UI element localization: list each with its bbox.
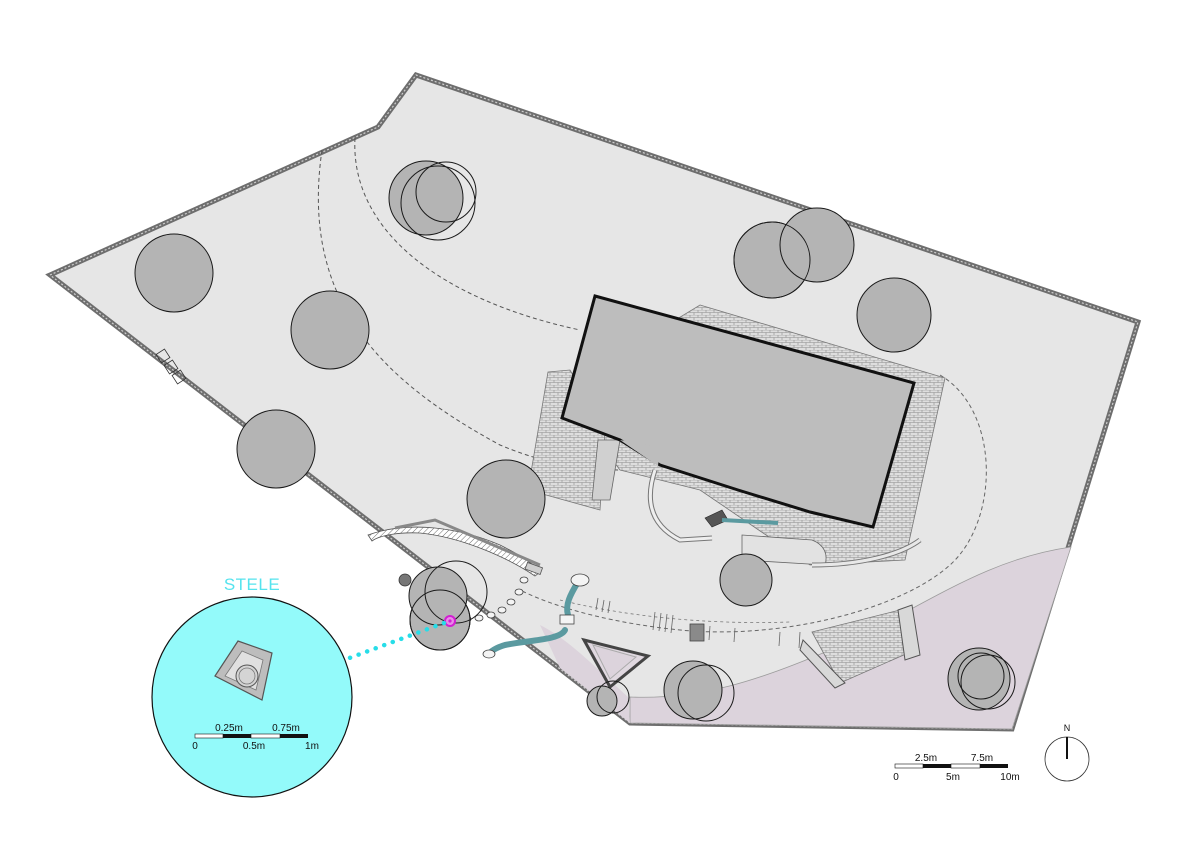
tree xyxy=(596,680,630,714)
site-scale-label-bottom: 10m xyxy=(1000,772,1019,783)
spring-stone xyxy=(570,573,590,587)
tree xyxy=(663,660,723,720)
tree xyxy=(415,161,477,223)
stepping-stone xyxy=(519,576,529,584)
detail-scale-label-top: 0.75m xyxy=(272,723,300,734)
tree xyxy=(388,160,464,236)
dashed-path-outer xyxy=(317,149,631,471)
south-curved-wall-inner xyxy=(811,538,921,567)
tree xyxy=(586,685,618,717)
tree xyxy=(960,654,1016,710)
tree xyxy=(236,409,316,489)
stepping-stone xyxy=(486,611,496,619)
small-shrub xyxy=(398,573,412,587)
tree xyxy=(856,277,932,353)
detail-scale-label-bottom: 1m xyxy=(305,741,319,752)
trees xyxy=(134,160,1016,722)
stele-object xyxy=(214,640,273,701)
stepping-stone xyxy=(514,588,524,596)
north-label: N xyxy=(1064,723,1071,733)
paving-strips xyxy=(595,597,801,649)
tree xyxy=(424,560,488,624)
site-scale-label-bottom: 5m xyxy=(946,772,960,783)
se-deck-east xyxy=(897,604,921,661)
site-scale-label-top: 7.5m xyxy=(971,753,993,764)
channel-plate xyxy=(559,614,575,625)
stele-detail-circle xyxy=(151,596,353,798)
se-deck xyxy=(799,639,846,689)
planter-boxes xyxy=(155,348,187,385)
channel-end-stone xyxy=(482,649,496,659)
tree xyxy=(290,290,370,370)
tree xyxy=(719,553,773,607)
drive-inner-edge xyxy=(559,599,791,623)
entry-arc-inner xyxy=(648,469,713,542)
drive-loop xyxy=(519,374,987,633)
tree xyxy=(466,459,546,539)
tree xyxy=(947,647,1011,711)
detail-scale-label-bottom: 0.5m xyxy=(243,741,265,752)
callout-line xyxy=(341,620,447,663)
teal-entry-path xyxy=(721,518,779,525)
stepping-stone xyxy=(497,606,507,614)
detail-scale-label-top: 0.25m xyxy=(215,723,243,734)
site-scale-label-top: 2.5m xyxy=(915,753,937,764)
site-scale-label-bottom: 0 xyxy=(893,772,899,783)
tree xyxy=(400,165,476,241)
building xyxy=(560,294,916,529)
stele-marker-core xyxy=(448,619,452,623)
wall-edge xyxy=(394,518,541,567)
stepping-stones xyxy=(462,576,529,623)
path-plate xyxy=(524,561,544,576)
drain-grate xyxy=(689,623,705,642)
stepping-stone xyxy=(506,598,516,606)
tree xyxy=(134,233,214,313)
tree xyxy=(409,589,471,651)
tree xyxy=(779,207,855,283)
stele-detail-title: STELE xyxy=(224,575,280,594)
triangle-planter-inner xyxy=(592,644,638,680)
detail-scale-label-bottom: 0 xyxy=(192,741,198,752)
west-steps xyxy=(591,439,621,501)
site-scale-bar: 2.5m 7.5m 0 5m 10m xyxy=(893,753,1020,783)
tree xyxy=(733,221,811,299)
tree xyxy=(957,652,1005,700)
stepping-stone xyxy=(474,614,484,622)
building-notch xyxy=(620,440,660,466)
dashed-path-middle xyxy=(354,137,581,331)
tree xyxy=(677,664,735,722)
north-arrow: N xyxy=(1044,723,1090,782)
detail-scale-bar: 0.25m 0.75m 0 0.5m 1m xyxy=(192,723,319,752)
